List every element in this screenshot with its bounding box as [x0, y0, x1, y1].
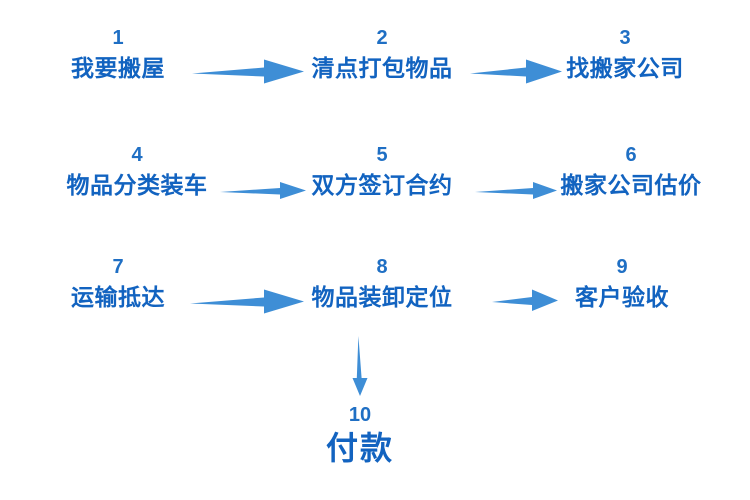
flow-step-5[interactable]: 5 双方签订合约 [312, 145, 453, 197]
step-number: 9 [616, 256, 628, 278]
flow-step-3[interactable]: 3 找搬家公司 [566, 28, 684, 80]
step-number: 7 [112, 256, 124, 278]
arrow-step2-to-step3-icon [470, 58, 562, 84]
flow-step-4[interactable]: 4 物品分类装车 [67, 145, 208, 197]
arrow-step1-to-step2-icon [192, 58, 304, 84]
step-number: 3 [619, 27, 631, 49]
step-number: 1 [112, 27, 124, 49]
step-label: 物品分类装车 [66, 172, 208, 198]
flow-step-7[interactable]: 7 运输抵达 [71, 257, 165, 309]
step-number: 4 [131, 144, 143, 166]
flow-step-1[interactable]: 1 我要搬屋 [71, 28, 165, 80]
step-number: 10 [348, 404, 372, 426]
flow-step-10[interactable]: 10 付款 [326, 405, 394, 464]
step-label: 找搬家公司 [566, 55, 684, 81]
arrow-step5-to-step6-icon [475, 180, 557, 200]
step-label: 客户验收 [575, 284, 669, 310]
arrow-step8-to-step10-icon [350, 336, 370, 396]
step-number: 2 [376, 27, 388, 49]
step-label: 我要搬屋 [71, 55, 165, 81]
step-number: 5 [376, 144, 388, 166]
step-number: 8 [376, 256, 388, 278]
flow-step-2[interactable]: 2 清点打包物品 [312, 28, 453, 80]
step-label: 双方签订合约 [311, 172, 453, 198]
arrow-step4-to-step5-icon [220, 180, 306, 200]
step-label: 搬家公司估价 [560, 172, 702, 198]
flow-step-8[interactable]: 8 物品装卸定位 [312, 257, 453, 309]
flow-step-6[interactable]: 6 搬家公司估价 [561, 145, 702, 197]
step-label: 清点打包物品 [311, 55, 453, 81]
arrow-step8-to-step9-icon [492, 288, 558, 312]
step-number: 6 [625, 144, 637, 166]
flow-step-9[interactable]: 9 客户验收 [575, 257, 669, 309]
arrow-step7-to-step8-icon [190, 288, 304, 314]
step-label: 物品装卸定位 [311, 284, 453, 310]
step-label: 运输抵达 [71, 284, 165, 310]
step-label: 付款 [325, 430, 395, 466]
